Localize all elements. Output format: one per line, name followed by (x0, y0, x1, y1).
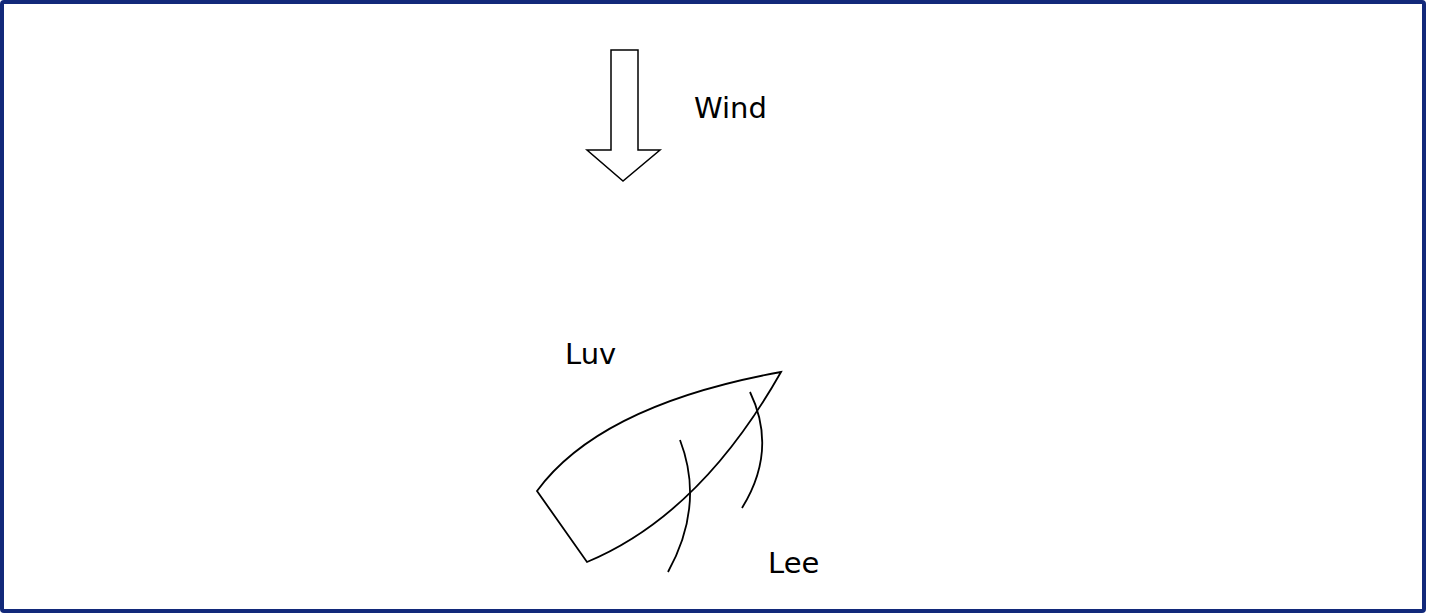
leeward-label: Lee (768, 549, 819, 578)
wind-arrow (587, 50, 660, 181)
wind-label: Wind (694, 94, 767, 123)
boat-hull (537, 372, 781, 562)
sail-curve (742, 392, 762, 508)
sail-curve (668, 440, 690, 572)
windward-label: Luv (565, 340, 616, 369)
